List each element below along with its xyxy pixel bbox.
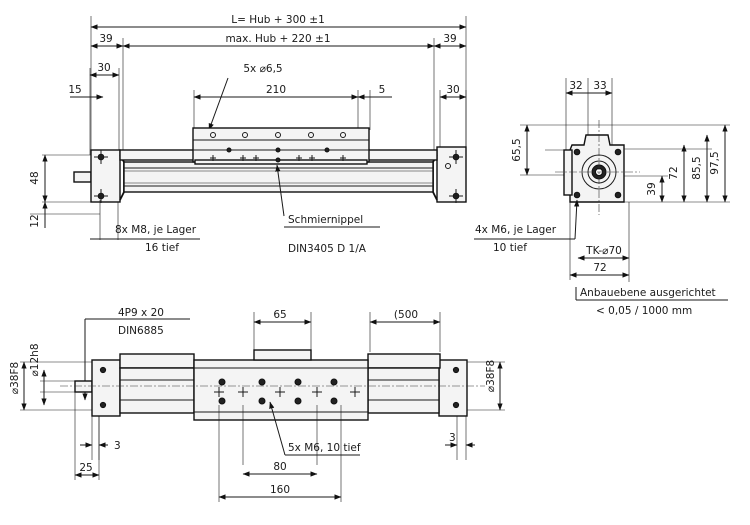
dim-overall-length-label: L= Hub + 300 ±1 [231,14,325,26]
plate-holes [214,378,360,405]
dim-block-right-label: 30 [446,84,459,96]
top-view: L= Hub + 300 ±1 39 max. Hub + 220 ±1 39 … [29,14,467,255]
shaft-end [74,380,93,393]
side-view: 4P9 x 20 DIN6885 65 (500 ⌀38F8 ⌀12h8 ⌀38… [9,307,505,502]
dim-base-label: 12 [29,214,41,227]
dim-height-label: 48 [29,171,41,184]
dim-end-left-label: 39 [99,33,112,45]
gap-right-3: 3 [449,432,456,444]
alignment-tolerance: < 0,05 / 1000 mm [596,305,692,317]
end-width-72: 72 [593,262,606,274]
dia-12: ⌀12h8 [29,343,41,376]
span-500: (500 [394,309,418,321]
top-slide [253,349,312,361]
gap-left-3: 3 [114,440,121,452]
dia-38-left: ⌀38F8 [9,362,21,394]
side-bearing-right [438,359,468,417]
dim-edge-left-label: 15 [68,84,81,96]
m6-thread-note: 5x M6, 10 tief [288,442,361,454]
dim-end-right-label: 39 [443,33,456,45]
lube-nipple-label: Schmiernippel [288,214,363,226]
carriage-holes [210,132,346,163]
bellows-left [119,353,195,369]
thread-depth-left: 16 tief [145,242,179,254]
thread-note-left: 8x M8, je Lager [115,224,197,236]
end-width-32: 32 [569,80,582,92]
bolt-circle-label: TK-⌀70 [585,245,622,257]
key-standard: DIN6885 [118,325,164,337]
dim-hole-span-label: 210 [266,84,286,96]
dim-65-5-label: 65,5 [511,138,523,161]
bearing-block-right [436,146,467,203]
side-bearing-left [91,359,121,417]
key-spec: 4P9 x 20 [118,307,164,319]
dim-72-label: 72 [668,166,680,179]
shaft-length-25: 25 [79,462,92,474]
holes-label: 5x ⌀6,5 [243,63,282,75]
pitch-80: 80 [273,461,286,473]
bellows-right [367,353,441,369]
dim-hole-offset-label: 5 [379,84,386,96]
slide-width-65: 65 [273,309,286,321]
pitch-160: 160 [270,484,290,496]
thread-note-right: 4x M6, je Lager [475,224,557,236]
carriage-plate [193,359,369,421]
dim-97-5-label: 97,5 [709,151,721,174]
alignment-note: Anbauebene ausgerichtet [580,287,716,299]
dim-block-left-label: 30 [97,62,110,74]
shaft-stub-left [73,171,92,183]
end-width-33: 33 [593,80,606,92]
bearing-block-left [90,149,121,203]
lube-nipple-spec: DIN3405 D 1/A [288,243,367,255]
end-view: 32 33 65,5 97,5 85,5 72 39 [474,78,730,317]
dim-39-label: 39 [646,182,658,195]
dim-85-5-label: 85,5 [691,156,703,179]
dim-stroke-span-label: max. Hub + 220 ±1 [225,33,330,45]
carriage [192,127,370,163]
dia-38-right: ⌀38F8 [485,360,497,392]
thread-depth-right: 10 tief [493,242,527,254]
